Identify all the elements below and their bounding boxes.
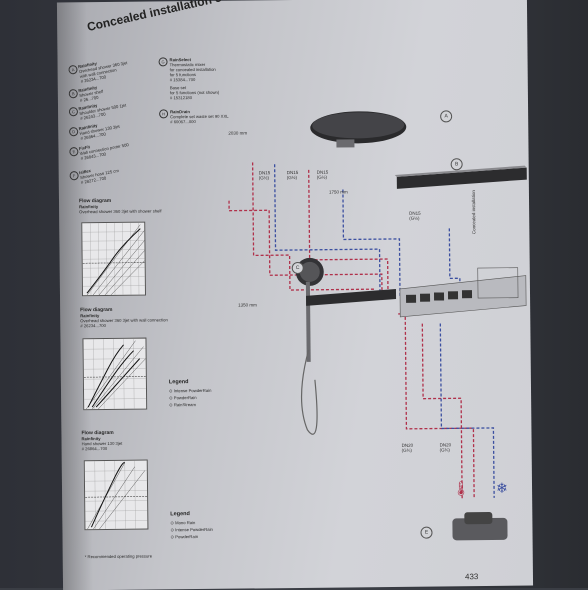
page-number: 433 (464, 572, 479, 582)
pipe-cold-2 (342, 189, 401, 297)
legend-1: Legend ⊙ Intense PowderRain ⊙ PowderRain… (169, 379, 212, 407)
legend-label: RainStream (173, 402, 196, 408)
flow-sub: Overhead shower 360 3jet with shower she… (79, 208, 162, 215)
pipe-label-dn15-2: DN15(G½) (286, 169, 299, 181)
item-line: # 15384...700 (169, 77, 196, 83)
shower-shelf-top (394, 165, 527, 177)
flow-chart-1 (81, 221, 147, 297)
drain-cap (464, 511, 493, 525)
legend-label: Mono Rain (175, 520, 196, 526)
callout-c: C (291, 261, 304, 275)
legend-2: Legend ⊙ Mono Rain ⊙ Intense PowderRain … (170, 511, 213, 539)
item-letter-g: G (158, 57, 168, 67)
product-item-f: F Isiflex Shower hose 125 cm # 28272...7… (68, 156, 155, 185)
shoulder-shelf (306, 288, 397, 306)
shoulder-shower-inner (299, 261, 320, 282)
height-1350: 1350 mm (238, 302, 257, 308)
thermostat-button-5 (461, 290, 473, 299)
flow-section-3-heading: Flow diagram Rainfinity Hand shower 130 … (81, 430, 122, 451)
flow-section-2-heading: Flow diagram Rainfinity Overhead shower … (80, 306, 168, 328)
legend-label: Intense PowderRain (173, 387, 212, 394)
shower-shelf (396, 167, 527, 189)
callout-a: A (440, 110, 453, 123)
legend-label: PowderRain (175, 534, 199, 540)
pipe-label-dn15-3: DN15(G½) (316, 169, 329, 180)
height-1750: 1750 mm (328, 189, 348, 195)
thermostat-button-4 (447, 291, 459, 300)
footnote: * Recommended operating pressure (84, 553, 153, 560)
flow-sub: # 26234...700 (80, 322, 106, 329)
product-item-base-set: Base set for 5 functions (not shown) # 1… (169, 85, 220, 101)
overhead-shower-arm (336, 139, 355, 148)
pipe-hot-3 (308, 169, 389, 298)
overhead-shower-top (312, 112, 405, 139)
thermostat-button-2 (420, 293, 431, 302)
pipe-hot-2 (228, 200, 383, 298)
callout-e: E (420, 526, 433, 539)
flow-section-1-heading: Flow diagram Rainfinity Overhead shower … (79, 197, 162, 214)
side-tab: Concealed installation (470, 190, 477, 235)
legend-entry: ⊙ PowderRain (170, 534, 199, 540)
item-line: # 15312180 (169, 95, 193, 101)
legend-entry: ⊙ RainStream (169, 402, 196, 408)
flow-sub: # 26864...700 (81, 445, 108, 452)
pipe-hot-4 (421, 323, 463, 499)
legend-entry: ⊙ PowderRain (169, 395, 197, 401)
flow-chart-2-plot (83, 338, 147, 410)
flow-chart-1-plot (82, 222, 145, 296)
legend-entry: ⊙ Intense PowderRain (170, 526, 213, 533)
hot-water-icon: 🌡 (452, 481, 470, 497)
pipe-hot-1 (251, 162, 375, 291)
flow-chart-3-plot (84, 460, 148, 530)
pipe-cold-3 (439, 323, 495, 498)
catalog-page: Concealed installation 5 functions A Rai… (56, 0, 534, 590)
pipe-cold-4 (448, 228, 461, 297)
legend-entry: ⊙ Mono Rain (170, 520, 196, 526)
height-2030: 2030 mm (228, 130, 248, 136)
pipe-cold-1 (273, 164, 381, 298)
callout-b: B (450, 158, 463, 171)
thermostat-box (477, 267, 519, 299)
cold-water-icon: ❄ (496, 481, 508, 497)
flow-chart-2 (82, 337, 148, 411)
installation-diagram: 🌡 ❄ (228, 111, 527, 541)
pipe-label-dn15-4: DN15(G½) (409, 210, 421, 221)
shower-hose (300, 349, 318, 435)
legend-label: PowderRain (173, 395, 197, 401)
thermostat-button-1 (406, 294, 417, 303)
legend-title: Legend (168, 379, 189, 386)
item-letter-h: H (159, 109, 169, 119)
product-item-g: G RainSelect Thermostatic mixer for conc… (158, 57, 216, 83)
legend-label: Intense PowderRain (175, 526, 213, 533)
thermostat-button-3 (433, 292, 445, 301)
legend-title: Legend (170, 511, 190, 518)
pipe-label-dn20-1: DN20(G¾) (401, 442, 414, 453)
legend-entry: ⊙ Intense PowderRain (168, 387, 212, 394)
pipe-label-dn20-2: DN20(G¾) (439, 442, 452, 453)
pipe-hot-5 (398, 313, 475, 499)
page-title: Concealed installation 5 functions (85, 0, 279, 34)
pipe-label-dn15-1: DN15(G½) (258, 170, 271, 181)
flow-chart-3 (83, 459, 149, 531)
